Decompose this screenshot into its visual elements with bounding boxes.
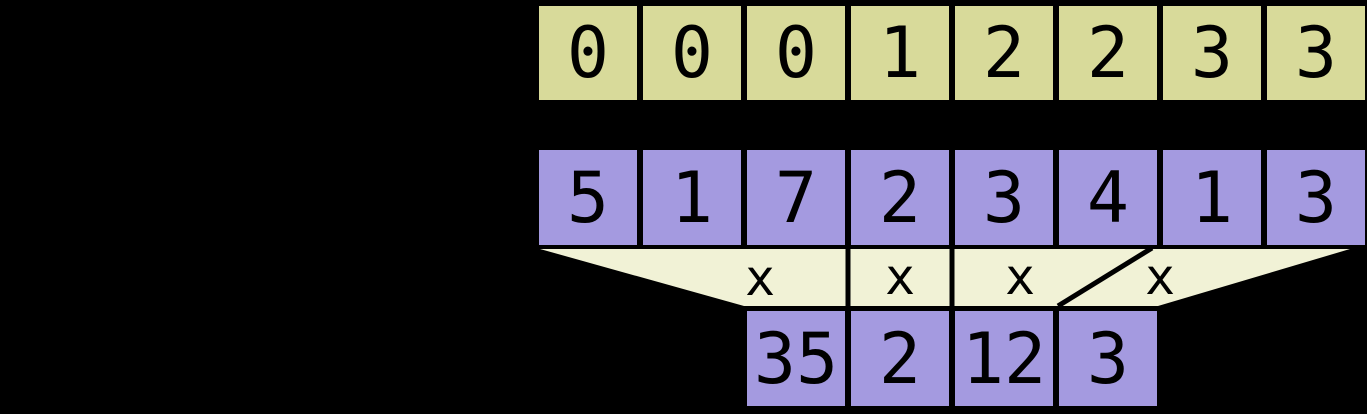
multiply-operator: x xyxy=(744,249,776,307)
index-cell: 3 xyxy=(1264,3,1367,103)
result-cell: 3 xyxy=(1056,308,1160,409)
result-cell: 35 xyxy=(744,308,848,409)
result-cell: 2 xyxy=(848,308,952,409)
index-cell: 1 xyxy=(848,3,952,103)
value-cell: 3 xyxy=(952,147,1056,248)
result-cell: 12 xyxy=(952,308,1056,409)
index-cell: 3 xyxy=(1160,3,1264,103)
multiply-operator: x xyxy=(1144,248,1176,306)
value-cell: 4 xyxy=(1056,147,1160,248)
result-row: 35 2 12 3 xyxy=(744,308,1160,409)
index-cell: 2 xyxy=(1056,3,1160,103)
index-cell: 0 xyxy=(744,3,848,103)
value-cell: 3 xyxy=(1264,147,1367,248)
value-row: 5 1 7 2 3 4 1 3 xyxy=(536,147,1367,248)
value-cell: 7 xyxy=(744,147,848,248)
funnel-divider-diagonal xyxy=(1056,245,1154,309)
value-cell: 1 xyxy=(1160,147,1264,248)
index-cell: 0 xyxy=(640,3,744,103)
value-cell: 1 xyxy=(640,147,744,248)
index-row: 0 0 0 1 2 2 3 3 xyxy=(536,3,1367,103)
multiply-operator: x xyxy=(1004,248,1036,306)
value-cell: 2 xyxy=(848,147,952,248)
value-cell: 5 xyxy=(536,147,640,248)
funnel-shape xyxy=(540,249,1350,306)
index-cell: 0 xyxy=(536,3,640,103)
index-cell: 2 xyxy=(952,3,1056,103)
multiply-operator: x xyxy=(884,248,916,306)
